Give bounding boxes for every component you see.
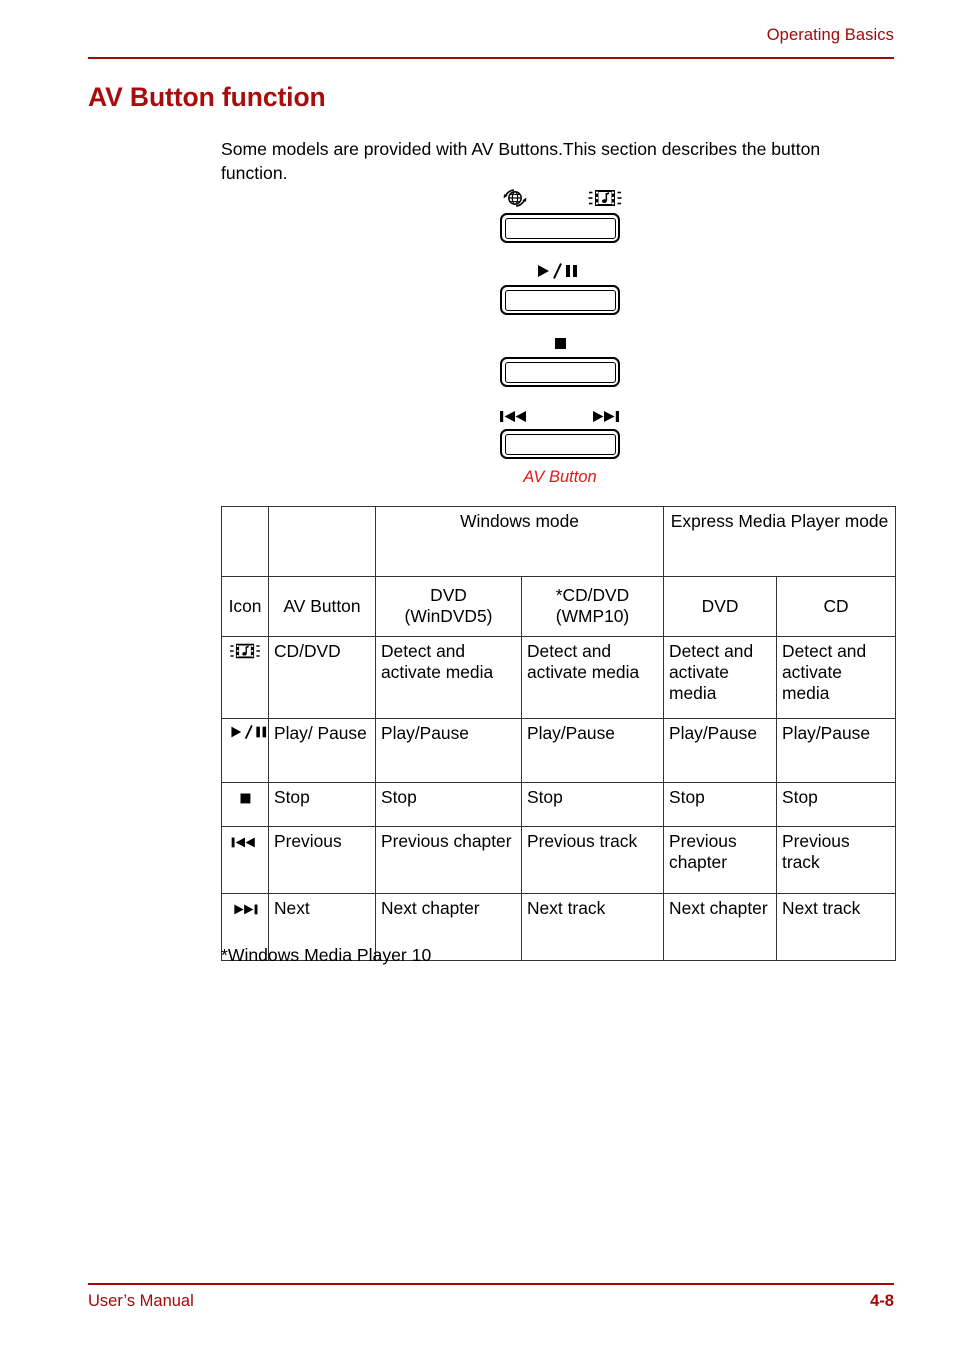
row-icon-next-icon [221, 893, 269, 961]
table-row: Previous Previous chapter Previous track… [221, 826, 897, 894]
av-button-figure: AV Button [470, 185, 650, 487]
row-express-dvd: Play/Pause [663, 718, 778, 783]
av-button-row-2-icons [470, 257, 650, 281]
av-button-bar-2-inner [504, 289, 616, 311]
av-button-bar-3-inner [504, 361, 616, 383]
av-button-row-1-icons [470, 185, 650, 209]
row-dvd-windvd5: Next chapter [375, 893, 522, 961]
row-av-button-label: Previous [268, 826, 376, 894]
row-express-dvd: Previous chapter [663, 826, 778, 894]
intro-paragraph: Some models are provided with AV Buttons… [221, 139, 821, 183]
table-row: CD/DVD Detect and activate media Detect … [221, 636, 897, 719]
table-corner-blank-1 [221, 506, 269, 577]
av-button-row-1 [470, 185, 650, 243]
next-icon [560, 407, 650, 425]
row-express-cd: Detect and activate media [776, 636, 897, 719]
row-cddvd-wmp10: Stop [520, 782, 665, 827]
row-express-dvd: Stop [663, 782, 778, 827]
table-header-av-button: AV Button [268, 576, 376, 637]
table-row: Play/ Pause Play/Pause Play/Pause Play/P… [221, 718, 897, 783]
av-button-bar-1[interactable] [500, 213, 620, 243]
row-icon-play-pause-icon [221, 718, 269, 783]
row-express-cd: Play/Pause [776, 718, 897, 783]
table-header-dvd-windvd5-line1: DVD [430, 585, 467, 605]
footer-page-number: 4-8 [870, 1292, 894, 1310]
table-row: Stop Stop Stop Stop Stop [221, 782, 897, 827]
av-button-row-3 [470, 329, 650, 387]
table-header-express-mode: Express Media Player mode [663, 506, 897, 577]
av-button-bar-4[interactable] [500, 429, 620, 459]
table-header-cddvd-wmp10-line1: *CD/DVD [555, 585, 630, 605]
av-button-bar-3[interactable] [500, 357, 620, 387]
footer-manual-label: User’s Manual [88, 1292, 194, 1310]
play-pause-icon [470, 261, 650, 281]
row-express-cd: Previous track [776, 826, 897, 894]
av-button-row-4 [470, 401, 650, 459]
previous-icon [470, 407, 560, 425]
page-title: AV Button function [88, 82, 326, 112]
table-header-express-dvd: DVD [663, 576, 778, 637]
table-header-column-row: Icon AV Button DVD (WinDVD5) *CD/DVD (WM… [221, 576, 897, 637]
row-express-dvd: Next chapter [663, 893, 778, 961]
table-header-group-row: Windows mode Express Media Player mode [221, 506, 897, 577]
av-button-bar-2[interactable] [500, 285, 620, 315]
footer-divider [88, 1283, 894, 1285]
row-cddvd-wmp10: Detect and activate media [520, 636, 665, 719]
figure-caption: AV Button [523, 468, 597, 486]
table-corner-blank-2 [268, 506, 376, 577]
row-express-dvd: Detect and activate media [663, 636, 778, 719]
table-header-cddvd-wmp10: *CD/DVD (WMP10) [520, 576, 665, 637]
table-header-cddvd-wmp10-line2: (WMP10) [555, 606, 630, 626]
av-button-row-2 [470, 257, 650, 315]
table-footnote: *Windows Media Player 10 [221, 945, 432, 965]
row-av-button-label: Play/ Pause [268, 718, 376, 783]
row-av-button-label: Next [268, 893, 376, 961]
stop-icon [470, 333, 650, 353]
row-cddvd-wmp10: Previous track [520, 826, 665, 894]
row-icon-stop-icon [221, 782, 269, 827]
row-dvd-windvd5: Previous chapter [375, 826, 522, 894]
table-header-dvd-windvd5-line2: (WinDVD5) [404, 606, 493, 626]
av-button-bar-1-inner [504, 217, 616, 239]
row-express-cd: Next track [776, 893, 897, 961]
row-cddvd-wmp10: Play/Pause [520, 718, 665, 783]
av-button-row-4-icons [470, 401, 650, 425]
row-av-button-label: Stop [268, 782, 376, 827]
header-divider [88, 57, 894, 59]
header-title: Operating Basics [766, 26, 894, 44]
row-dvd-windvd5: Stop [375, 782, 522, 827]
row-av-button-label: CD/DVD [268, 636, 376, 719]
row-dvd-windvd5: Detect and activate media [375, 636, 522, 719]
table-header-dvd-windvd5: DVD (WinDVD5) [375, 576, 522, 637]
row-icon-previous-icon [221, 826, 269, 894]
globe-refresh-icon [470, 187, 560, 209]
table-header-windows-mode: Windows mode [374, 506, 665, 577]
table-header-express-cd: CD [776, 576, 897, 637]
av-button-table: Windows mode Express Media Player mode I… [221, 506, 897, 961]
page-header: Operating Basics [88, 26, 894, 45]
table-header-icon: Icon [221, 576, 269, 637]
av-button-table-wrapper: Windows mode Express Media Player mode I… [221, 506, 897, 961]
row-dvd-windvd5: Play/Pause [375, 718, 522, 783]
cd-dvd-media-icon [560, 187, 650, 209]
row-icon-cd-dvd-media-icon [221, 636, 269, 719]
row-express-cd: Stop [776, 782, 897, 827]
av-button-row-3-icons [470, 329, 650, 353]
row-cddvd-wmp10: Next track [520, 893, 665, 961]
table-row: Next Next chapter Next track Next chapte… [221, 893, 897, 961]
av-button-bar-4-inner [504, 433, 616, 455]
